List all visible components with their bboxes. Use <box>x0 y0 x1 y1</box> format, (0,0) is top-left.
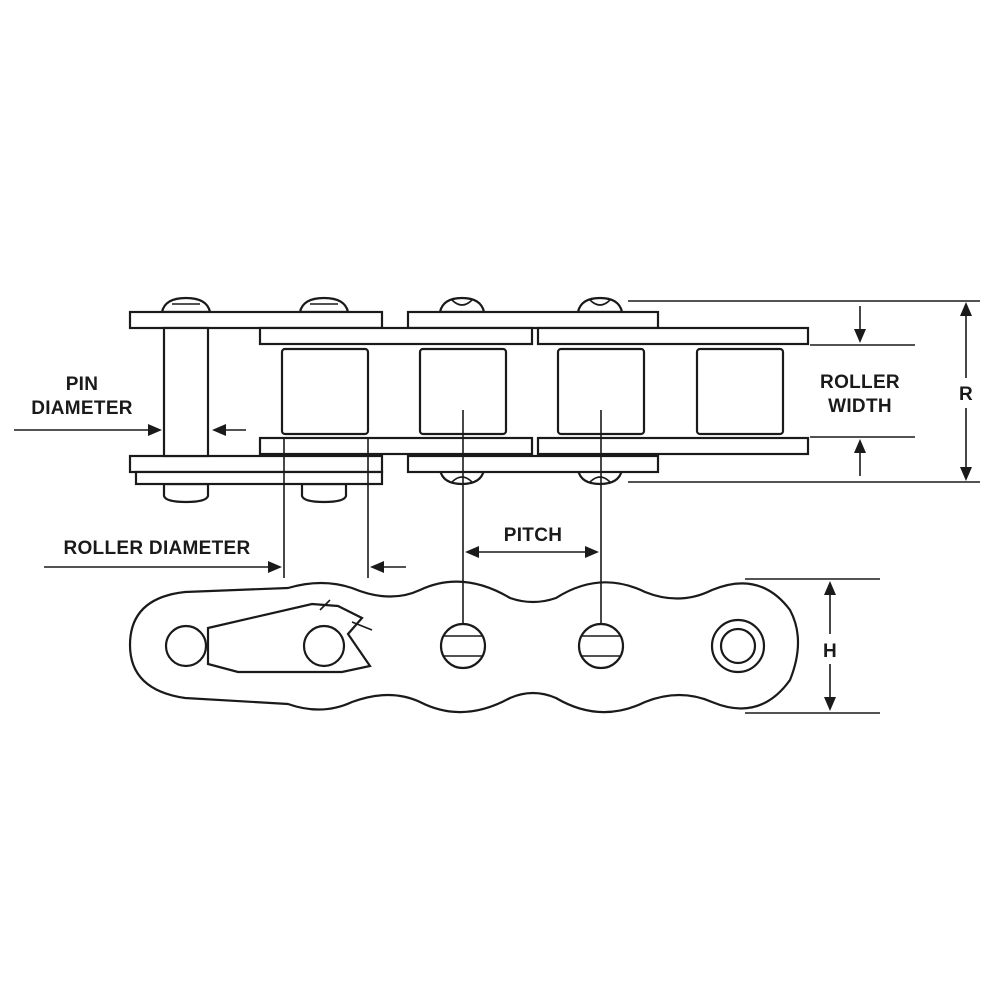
pin-shank <box>162 326 210 458</box>
outer-link-plates <box>128 310 660 486</box>
chain-side-view <box>128 578 880 714</box>
pin-diameter-label-line1: PIN <box>66 374 99 395</box>
clip-pin-left <box>164 624 208 668</box>
pitch-center-lines <box>462 410 602 660</box>
pin-heads-top <box>160 296 624 314</box>
clip-pin-right <box>302 624 346 668</box>
r-label: R <box>959 384 973 405</box>
chain-top-view <box>128 296 980 504</box>
pin-hole-1 <box>439 622 487 670</box>
roller-width-label-line1: ROLLER <box>820 372 900 393</box>
pitch-label: PITCH <box>504 525 563 546</box>
roller-width-dimension: ROLLER WIDTH <box>820 306 900 476</box>
h-label: H <box>823 641 837 662</box>
inner-link-plates <box>258 326 810 456</box>
roller-end-inner <box>719 627 757 665</box>
r-dimension: R <box>959 302 973 481</box>
spring-clip <box>206 602 372 674</box>
roller-diameter-label: ROLLER DIAMETER <box>63 538 250 559</box>
pin-heads-bottom <box>162 468 624 504</box>
rollers-top-view <box>280 347 785 436</box>
roller-width-label-line2: WIDTH <box>828 396 892 417</box>
h-dimension: H <box>823 581 837 711</box>
pin-diameter-label-line2: DIAMETER <box>31 398 133 419</box>
pin-hole-2 <box>577 622 625 670</box>
side-view-outline <box>128 580 800 714</box>
pin-diameter-dimension: PIN DIAMETER <box>14 374 246 436</box>
extension-lines-top <box>628 300 980 483</box>
pitch-dimension: PITCH <box>465 525 599 558</box>
roller-diameter-dimension: ROLLER DIAMETER <box>44 438 406 578</box>
